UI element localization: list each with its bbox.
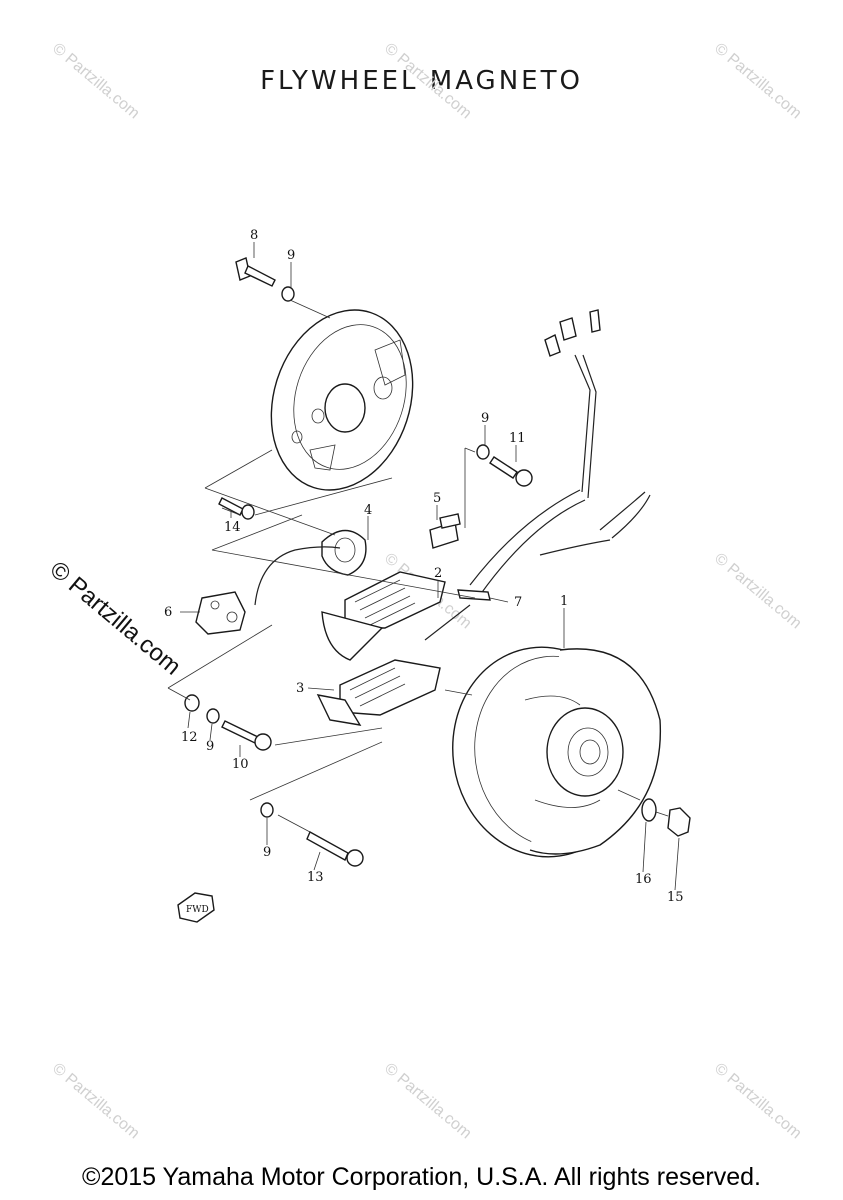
copyright-notice: ©2015 Yamaha Motor Corporation, U.S.A. A…	[82, 1163, 761, 1191]
callout-16: 16	[635, 872, 652, 887]
callout-9-bottom: 9	[263, 845, 271, 860]
washer-9-right	[476, 444, 490, 460]
callout-15: 15	[667, 890, 684, 905]
callout-4: 4	[364, 503, 372, 518]
bolt-8	[235, 257, 276, 287]
callout-9-right: 9	[481, 411, 489, 426]
washer-9-bottom	[260, 802, 274, 818]
callout-9-top: 9	[287, 248, 295, 263]
screw-11	[489, 456, 533, 487]
diagram-title: FLYWHEEL MAGNETO	[260, 66, 583, 96]
callout-labels: 1 2 3 4 5 6 7 8 9 9 9 9 10 11 12 13 14 1…	[164, 228, 684, 905]
screw-13	[306, 831, 364, 867]
stator-base-plate	[270, 309, 414, 491]
clamp-6	[195, 591, 246, 635]
screw-10	[221, 720, 272, 751]
washer-16	[641, 798, 657, 822]
callout-7: 7	[514, 595, 522, 610]
callout-8: 8	[250, 228, 258, 243]
washer-9-top	[281, 286, 295, 302]
callout-1: 1	[560, 594, 568, 609]
assembly-guide-lines	[167, 299, 669, 833]
lighting-coil-3	[316, 659, 441, 726]
leader-lines	[180, 242, 680, 891]
pickup-coil-4	[321, 529, 367, 576]
callout-13: 13	[307, 870, 324, 885]
fwd-arrow-icon: FWD	[177, 892, 215, 923]
fwd-label: FWD	[186, 905, 209, 915]
callout-11: 11	[509, 431, 526, 446]
callout-6: 6	[164, 605, 172, 620]
callout-14: 14	[224, 520, 241, 535]
callout-12: 12	[181, 730, 198, 745]
callout-3: 3	[296, 681, 304, 696]
flywheel-1	[452, 646, 662, 858]
washer-12	[184, 694, 200, 712]
clamp-7	[457, 589, 491, 601]
callout-9-left: 9	[206, 739, 214, 754]
charge-coil-2	[321, 571, 446, 661]
coil-5	[429, 513, 461, 549]
callout-2: 2	[434, 566, 442, 581]
nut-15	[667, 807, 691, 837]
callout-10: 10	[232, 757, 249, 772]
callout-5: 5	[433, 491, 441, 506]
washer-9-left	[206, 708, 220, 724]
